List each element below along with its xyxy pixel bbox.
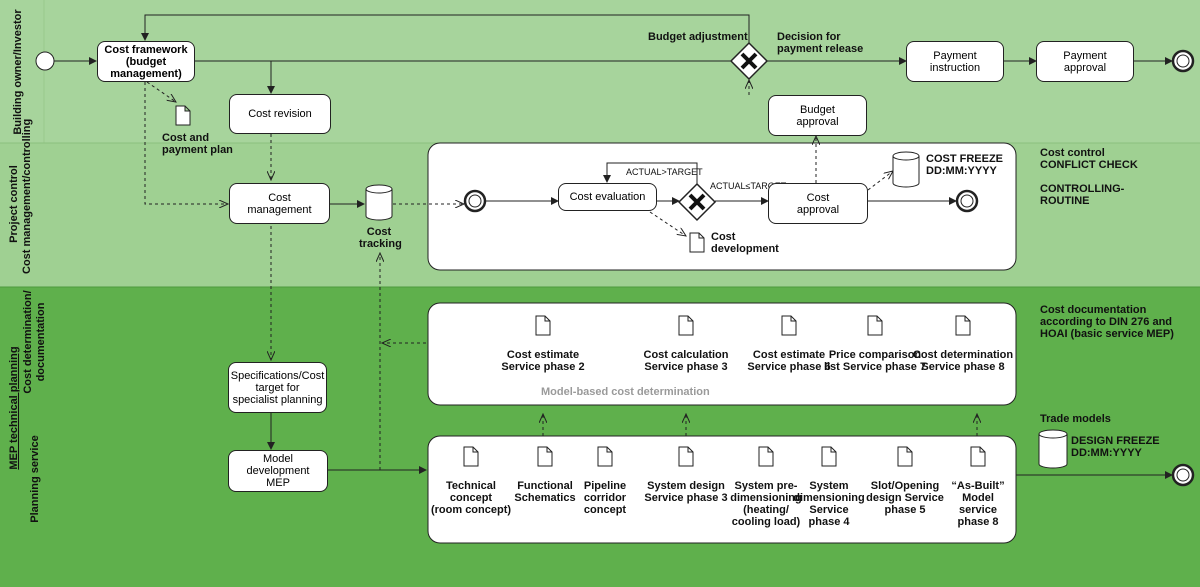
end-event-top	[1171, 49, 1195, 73]
planning-document-icon	[897, 446, 913, 467]
gateway-payment-release	[729, 41, 769, 81]
lane-label-cost-determination-1: Cost determination/	[22, 290, 34, 394]
planning-document-icon	[970, 446, 986, 467]
cost-payment-plan-document-icon	[175, 105, 191, 126]
budget-adjustment-label: Budget adjustment	[648, 31, 748, 43]
planning-document-icon	[821, 446, 837, 467]
cost-document-icon	[535, 315, 551, 336]
cost-tracking-store	[365, 184, 393, 221]
cost-development-document-icon	[689, 232, 705, 253]
planning-document-icon	[678, 446, 694, 467]
lane-label-mep: MEP technical planning	[8, 346, 20, 470]
actual-gt-target-label: ACTUAL>TARGET	[626, 167, 703, 177]
cost-document-icon	[955, 315, 971, 336]
controlling-routine-container	[427, 142, 1017, 271]
gateway-actual-target	[677, 182, 717, 222]
lane-label-cost-determination-2: documentation	[35, 302, 47, 382]
trade-models-label: Trade models	[1040, 413, 1111, 425]
routine-start-event	[463, 189, 487, 213]
lane-label-project-control-2: Cost management/controlling	[21, 118, 33, 274]
actual-le-target-label: ACTUAL≤TARGET	[710, 181, 787, 191]
cost-freeze-store	[892, 151, 920, 188]
planning-document-icon	[463, 446, 479, 467]
cost-document-icon	[867, 315, 883, 336]
lane-label-project-control-1: Project control	[8, 165, 20, 243]
planning-document-icon	[758, 446, 774, 467]
model-based-cost-label: Model-based cost determination	[541, 386, 710, 398]
cost-framework-line2: (budget management)	[110, 55, 182, 80]
cost-evaluation-task[interactable]: Cost evaluation	[558, 183, 657, 211]
routine-end-event	[955, 189, 979, 213]
cost-revision-task[interactable]: Cost revision	[229, 94, 331, 134]
planning-service-container	[427, 435, 1017, 544]
planning-document-label: System pre-dimensioning(heating/cooling …	[730, 480, 802, 528]
cost-framework-line1: Cost framework	[104, 43, 188, 56]
cost-framework-task[interactable]: Cost framework(budget management)	[97, 41, 195, 82]
design-freeze-store	[1038, 429, 1068, 469]
planning-document-icon	[537, 446, 553, 467]
cost-document-icon	[781, 315, 797, 336]
cost-document-icon	[678, 315, 694, 336]
lane-label-planning-service: Planning service	[29, 435, 41, 523]
start-event	[35, 51, 55, 71]
end-event-bottom	[1171, 463, 1195, 487]
planning-document-icon	[597, 446, 613, 467]
